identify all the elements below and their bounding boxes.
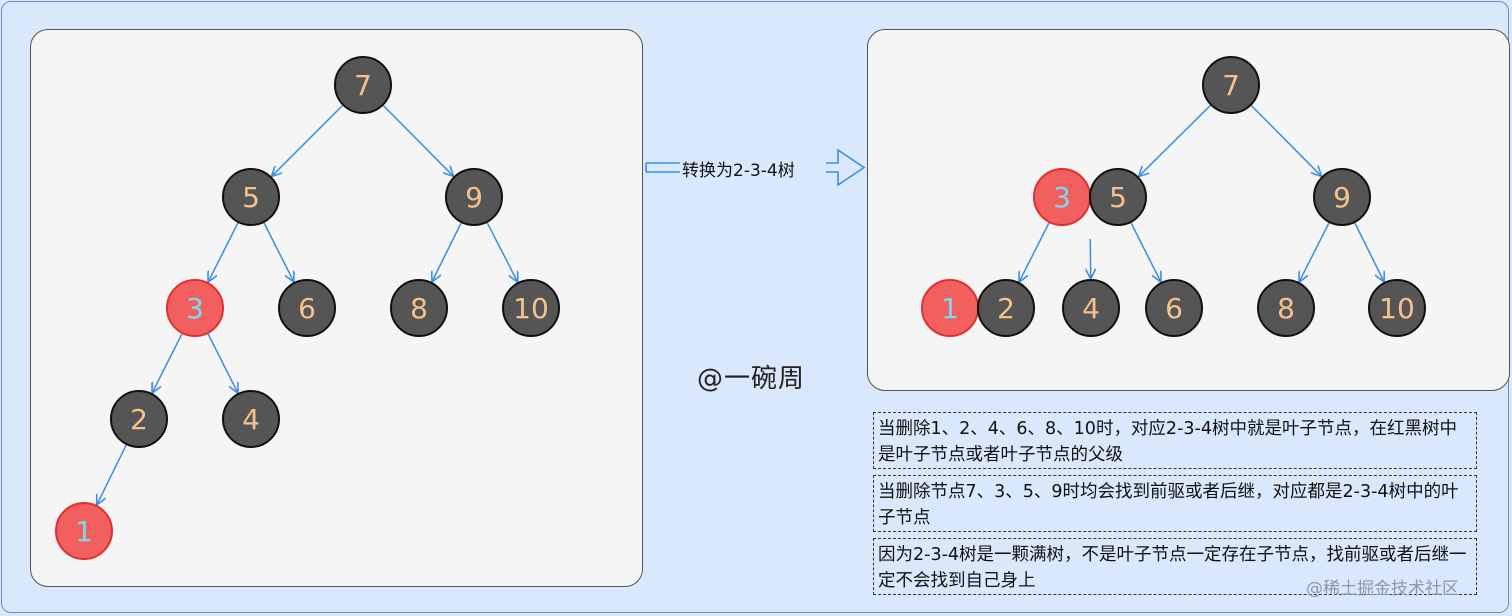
left_tree-node-label: 3: [186, 292, 204, 325]
watermark: @稀土掘金技术社区: [1306, 579, 1459, 599]
right_tree-node-4: 4: [1062, 279, 1120, 337]
right-tree-edge-9-8: [1300, 222, 1330, 281]
left_tree-node-circle: [55, 502, 113, 560]
right_tree-node-8: 8: [1257, 279, 1315, 337]
left-tree-edge-5-6: [263, 222, 293, 281]
right_tree-node-label: 9: [1333, 181, 1351, 214]
right_tree-node-label: 6: [1165, 292, 1183, 325]
left_tree-node-3: 3: [166, 279, 224, 337]
right_tree-node-10: 10: [1368, 279, 1426, 337]
left-tree-edge-9-10: [486, 222, 517, 282]
left-tree-edge-3-4: [207, 333, 237, 392]
left_tree-node-label: 2: [130, 403, 148, 436]
left_tree-node-circle: [222, 168, 280, 226]
note-leaf-deletion: 当删除1、2、4、6、8、10时，对应2-3-4树中就是叶子节点，在红黑树中是叶…: [873, 412, 1477, 469]
right-tree-edge-7-35: [1139, 104, 1211, 175]
nodes-layer: 7 5 9 3 6 8 10 2 4 1 7 3 5 9 1 2 4 6 8 10: [55, 56, 1426, 560]
left_tree-node-circle: [502, 279, 560, 337]
right_tree-node-5: 5: [1089, 168, 1147, 226]
convert-arrow: [645, 148, 866, 187]
left_tree-node-7: 7: [334, 56, 392, 114]
right_tree-node-circle: [977, 279, 1035, 337]
left_tree-node-6: 6: [278, 279, 336, 337]
left_tree-node-label: 1: [75, 515, 93, 548]
left_tree-node-circle: [334, 56, 392, 114]
right-tree-edge-7-9: [1250, 105, 1320, 176]
left_tree-node-label: 7: [354, 69, 372, 102]
convert-arrow-label: 转换为2-3-4树: [682, 161, 795, 181]
left-tree-edge-5-3: [209, 222, 239, 281]
right_tree-node-label: 5: [1109, 181, 1127, 214]
right_tree-node-circle: [1257, 279, 1315, 337]
left_tree-node-2: 2: [110, 390, 168, 448]
left-tree-edge-2-1: [97, 444, 127, 504]
left-tree-edge-3-2: [153, 333, 183, 392]
edges-layer: [97, 104, 1384, 504]
right_tree-node-circle: [1313, 168, 1371, 226]
left_tree-node-label: 10: [513, 292, 549, 325]
right-tree-edge-35-6: [1130, 222, 1160, 281]
right_tree-node-label: 3: [1053, 181, 1071, 214]
left_tree-node-1: 1: [55, 502, 113, 560]
left_tree-node-5: 5: [222, 168, 280, 226]
right_tree-node-label: 10: [1379, 292, 1415, 325]
right-tree-edge-9-10: [1354, 222, 1384, 281]
left_tree-node-circle: [278, 279, 336, 337]
left_tree-node-circle: [222, 390, 280, 448]
note-internal-deletion: 当删除节点7、3、5、9时均会找到前驱或者后继，对应都是2-3-4树中的叶子节点: [873, 475, 1477, 532]
right_tree-node-6: 6: [1145, 279, 1203, 337]
left_tree-node-label: 9: [465, 181, 483, 214]
right_tree-node-9: 9: [1313, 168, 1371, 226]
right_tree-node-label: 7: [1222, 69, 1240, 102]
left_tree-node-8: 8: [390, 279, 448, 337]
left_tree-node-circle: [110, 390, 168, 448]
right_tree-node-2: 2: [977, 279, 1035, 337]
left_tree-node-label: 5: [242, 181, 260, 214]
right_tree-node-7: 7: [1202, 56, 1260, 114]
right_tree-node-1: 1: [921, 279, 979, 337]
right_tree-node-circle: [1368, 279, 1426, 337]
right_tree-node-circle: [1089, 168, 1147, 226]
left-tree-edge-9-8: [432, 222, 462, 281]
note-full-tree: 因为2-3-4树是一颗满树，不是叶子节点一定存在子节点，找前驱或者后继一定不会找…: [873, 538, 1477, 595]
right_tree-node-label: 4: [1082, 292, 1100, 325]
right_tree-node-circle: [1145, 279, 1203, 337]
right_tree-node-circle: [1062, 279, 1120, 337]
left-tree-edge-7-9: [382, 105, 452, 176]
left_tree-node-circle: [390, 279, 448, 337]
left_tree-node-label: 6: [298, 292, 316, 325]
left_tree-node-label: 4: [242, 403, 260, 436]
author-tag: @一碗周: [697, 364, 806, 394]
left_tree-node-10: 10: [502, 279, 560, 337]
left_tree-node-circle: [166, 279, 224, 337]
right_tree-node-label: 1: [941, 292, 959, 325]
left_tree-node-4: 4: [222, 390, 280, 448]
left_tree-node-label: 8: [410, 292, 428, 325]
left-tree-edge-7-5: [272, 104, 344, 176]
right_tree-node-label: 2: [997, 292, 1015, 325]
right-tree-edge-35-12: [1020, 222, 1050, 281]
right_tree-node-circle: [1202, 56, 1260, 114]
right_tree-node-3: 3: [1033, 168, 1091, 226]
right_tree-node-label: 8: [1277, 292, 1295, 325]
left_tree-node-9: 9: [445, 168, 503, 226]
left_tree-node-circle: [445, 168, 503, 226]
